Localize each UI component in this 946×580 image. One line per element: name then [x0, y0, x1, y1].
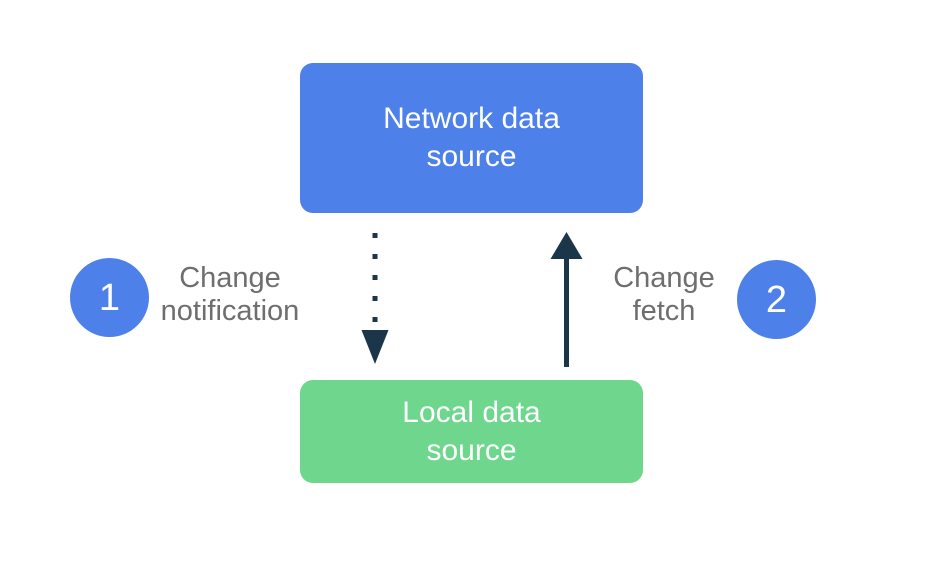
step-1-number: 1 [98, 276, 121, 319]
network-data-source-label: Network data source [383, 102, 560, 173]
change-notification-label: Change notification [160, 262, 300, 327]
local-data-source-label: Local data source [402, 395, 541, 467]
change-fetch-arrow [550, 232, 583, 367]
step-1-badge: 1 [70, 258, 149, 337]
change-notification-arrowhead-icon [361, 330, 389, 364]
network-data-source-node: Network data source [300, 63, 643, 213]
step-2-number: 2 [765, 278, 788, 321]
local-data-source-node: Local data source [300, 380, 643, 483]
change-notification-arrow [361, 233, 389, 364]
change-fetch-arrowhead-icon [550, 232, 583, 259]
step-2-badge: 2 [737, 260, 816, 339]
change-fetch-label: Change fetch [613, 262, 715, 327]
